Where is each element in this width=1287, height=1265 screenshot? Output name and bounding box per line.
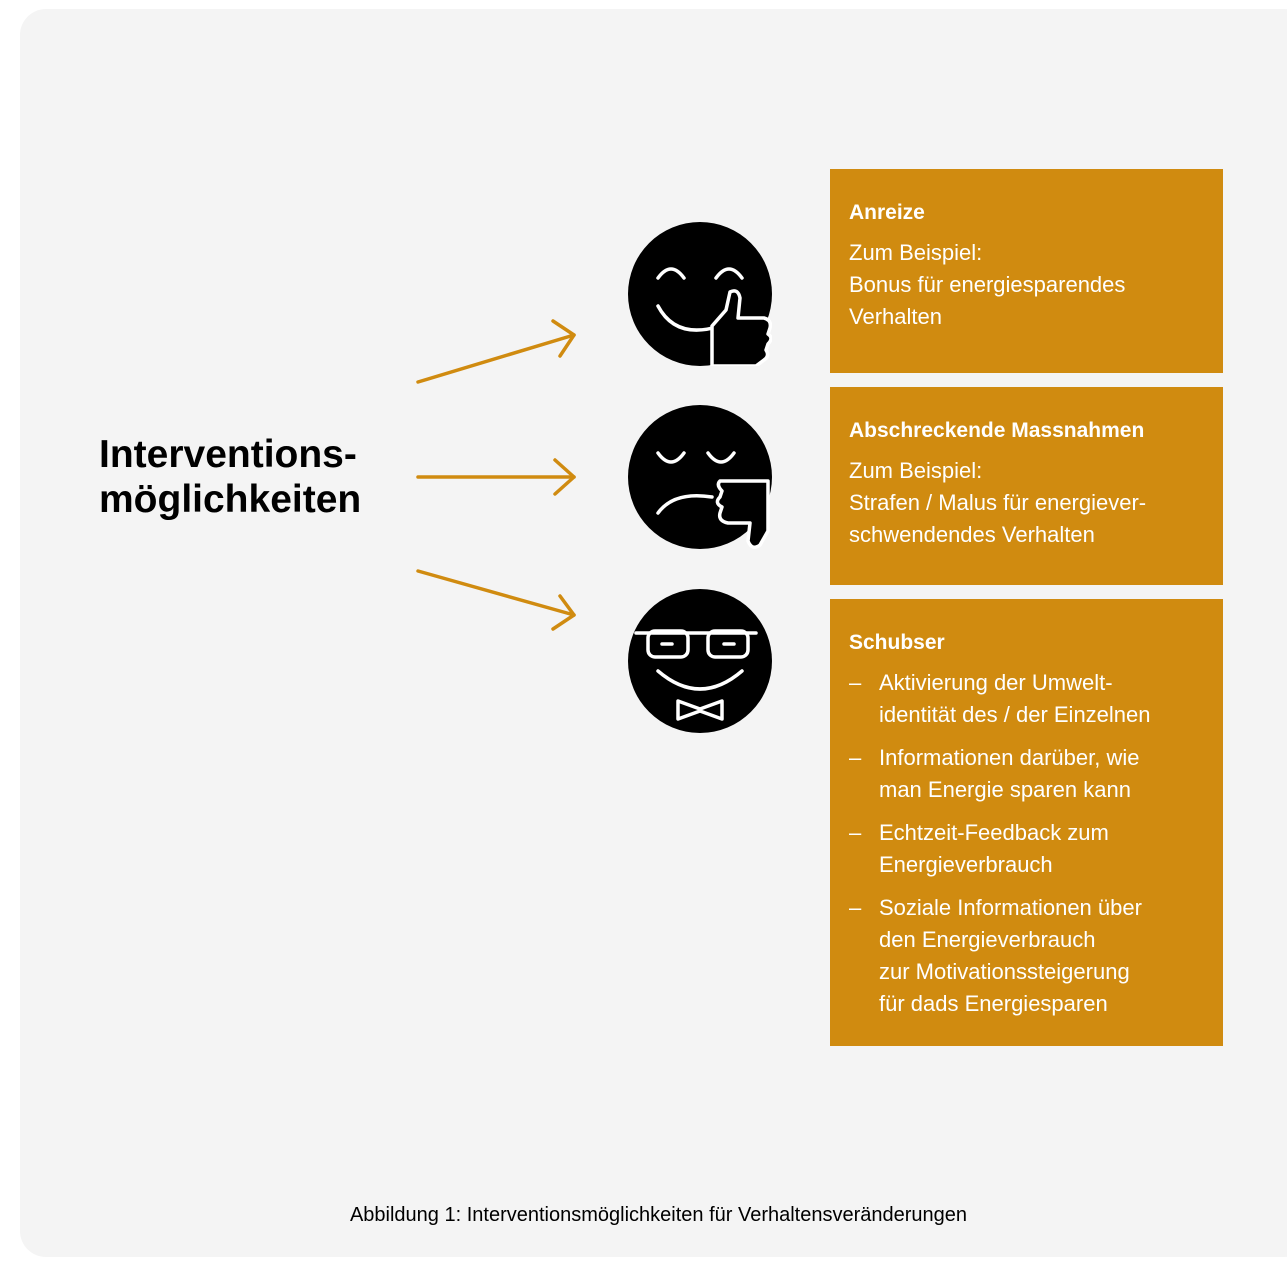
diagram-title: Interventions- möglichkeiten xyxy=(99,432,399,522)
box-text-line: Zum Beispiel: xyxy=(849,240,983,265)
bullet-dash: – xyxy=(849,745,862,770)
list-item-line: Echtzeit-Feedback zum xyxy=(879,820,1109,845)
list-item-line: für dads Energiesparen xyxy=(879,991,1108,1016)
list-item: – Soziale Informationen über den Energie… xyxy=(849,892,1204,1020)
list-item-line: Informationen darüber, wie xyxy=(879,745,1140,770)
list-item-line: Aktivierung der Umwelt- xyxy=(879,670,1113,695)
bullet-dash: – xyxy=(849,670,862,695)
list-item-line: zur Motivationssteigerung xyxy=(879,959,1130,984)
list-item-line: den Energieverbrauch xyxy=(879,927,1096,952)
diagram-title-line-1: Interventions- xyxy=(99,433,357,476)
bullet-dash: – xyxy=(849,895,862,920)
box-text: Zum Beispiel: Strafen / Malus für energi… xyxy=(849,455,1204,551)
box-text-line: Zum Beispiel: xyxy=(849,458,983,483)
box-anreize: Anreize Zum Beispiel: Bonus für energies… xyxy=(830,169,1223,373)
box-heading: Anreize xyxy=(849,201,925,224)
box-text-line: schwendendes Verhalten xyxy=(849,522,1095,547)
box-schubser: Schubser – Aktivierung der Umwelt- ident… xyxy=(830,599,1223,1046)
box-text: Zum Beispiel: Bonus für energiesparendes… xyxy=(849,237,1204,333)
list-item: – Aktivierung der Umwelt- identität des … xyxy=(849,667,1204,731)
box-heading: Abschreckende Massnahmen xyxy=(849,419,1145,442)
figure-caption: Abbildung 1: Interventionsmöglichkeiten … xyxy=(349,1204,968,1226)
bullet-dash: – xyxy=(849,820,862,845)
list-item-line: man Energie sparen kann xyxy=(879,777,1131,802)
list-item-line: Energieverbrauch xyxy=(879,852,1053,877)
list-item: – Echtzeit-Feedback zum Energieverbrauch xyxy=(849,817,1204,881)
list-item: – Informationen darüber, wie man Energie… xyxy=(849,742,1204,806)
sad-face-thumbs-down-icon xyxy=(628,405,772,549)
box-abschreckende-massnahmen: Abschreckende Massnahmen Zum Beispiel: S… xyxy=(830,387,1223,585)
box-heading: Schubser xyxy=(849,631,945,654)
face-with-glasses-and-bow-tie-icon xyxy=(628,589,772,733)
list-item-line: Soziale Informationen über xyxy=(879,895,1142,920)
bullet-list: – Aktivierung der Umwelt- identität des … xyxy=(849,667,1204,1020)
smiling-face-thumbs-up-icon xyxy=(628,222,772,366)
box-text-line: Strafen / Malus für energiever- xyxy=(849,490,1147,515)
box-text-line: Verhalten xyxy=(849,304,942,329)
list-item-line: identität des / der Einzelnen xyxy=(879,702,1151,727)
box-text-line: Bonus für energiesparendes xyxy=(849,272,1126,297)
diagram-title-line-2: möglichkeiten xyxy=(99,478,362,521)
